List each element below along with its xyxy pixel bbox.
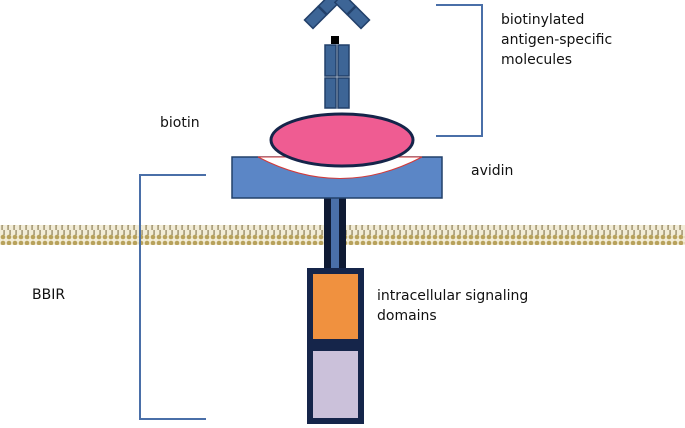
label-biotin: biotin [160,115,200,131]
biotin-ellipse [269,112,415,168]
label-avidin: avidin [471,163,514,179]
biotinylated-bracket [436,4,483,137]
transmembrane-stalk-core [331,196,339,272]
signaling-domain-2-fill [313,351,358,418]
bbir-bracket [139,174,206,420]
signaling-domain-1-fill [313,274,358,339]
antibody-icon [303,0,371,109]
label-bbir: BBIR [32,287,66,303]
